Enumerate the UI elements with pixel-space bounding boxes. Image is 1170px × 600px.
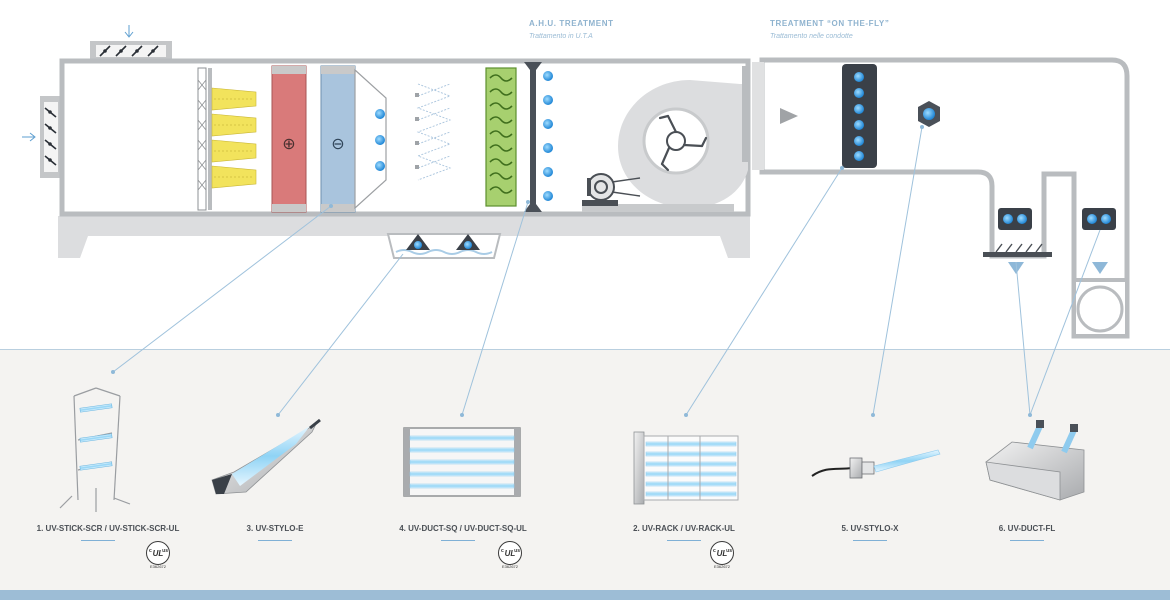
onthefly-section-title: TREATMENT “ON THE-FLY” xyxy=(770,19,890,28)
product-uv-duct-sq-image xyxy=(403,427,521,497)
uv-duct-sq-rack xyxy=(524,62,553,212)
cooling-coil: ⊖ xyxy=(320,65,356,213)
ul-certification-icon: c UL us xyxy=(498,541,522,565)
ahu-base xyxy=(58,216,750,258)
uv-stylo-x-in-duct xyxy=(918,101,940,127)
uv-lamp-icon xyxy=(543,71,553,201)
droplet-eliminator xyxy=(415,83,452,181)
top-intake-damper xyxy=(90,41,172,61)
ul-certification-code: E362672 xyxy=(149,564,167,569)
uv-duct-fl-unit-1 xyxy=(998,208,1032,230)
product-uv-stick-scr-image xyxy=(59,387,131,512)
duct-fan-outlet xyxy=(1072,262,1129,338)
pre-filter xyxy=(197,67,207,211)
humidifier-pad xyxy=(485,67,517,207)
leader-lines xyxy=(112,126,1101,416)
uv-lamp-icon xyxy=(854,72,864,161)
product-label-uv-stick-scr: 1. UV-STICK-SCR / UV-STICK-SCR-UL xyxy=(36,524,180,533)
outlet-grille xyxy=(983,243,1052,274)
product-uv-stylo-e-image xyxy=(211,418,321,495)
side-intake-damper xyxy=(40,96,62,178)
product-label-underline xyxy=(81,540,115,541)
ul-certification-icon: c UL us xyxy=(146,541,170,565)
uv-rack-in-duct xyxy=(842,64,877,168)
duct-flex-connector xyxy=(752,62,764,170)
bag-filter xyxy=(208,68,257,210)
uv-stick-frame xyxy=(354,68,387,210)
drain-pan xyxy=(386,233,502,259)
heating-coil: ⊕ xyxy=(271,65,307,213)
product-label-underline xyxy=(853,540,887,541)
air-down-arrow-icon xyxy=(124,25,134,38)
product-label-underline xyxy=(1010,540,1044,541)
ahu-section-title: A.H.U. TREATMENT xyxy=(529,19,614,28)
heating-symbol: ⊕ xyxy=(282,136,295,153)
uv-stylo-e-lamp xyxy=(406,234,480,250)
leader-dots xyxy=(111,125,1032,417)
ul-certification-code: E362672 xyxy=(713,564,731,569)
product-label-uv-stylo-e: 3. UV-STYLO-E xyxy=(246,524,304,533)
ul-certification-code: E362672 xyxy=(501,564,519,569)
product-label-uv-stylo-x: 5. UV-STYLO-X xyxy=(841,524,899,533)
cooling-symbol: ⊖ xyxy=(331,136,344,153)
product-label-uv-duct-fl: 6. UV-DUCT-FL xyxy=(998,524,1056,533)
ul-certification-icon: c UL us xyxy=(710,541,734,565)
motor-icon xyxy=(582,173,734,212)
product-label-underline xyxy=(441,540,475,541)
product-uv-duct-fl-image xyxy=(985,420,1085,501)
uv-duct-fl-unit-2 xyxy=(1082,208,1116,230)
product-label-uv-rack: 2. UV-RACK / UV-RACK-UL xyxy=(633,524,735,533)
air-in-arrow-icon xyxy=(22,132,36,142)
onthefly-section-subtitle: Trattamento nelle condotte xyxy=(770,33,853,40)
product-label-underline xyxy=(667,540,701,541)
product-label-uv-duct-sq: 4. UV-DUCT-SQ / UV-DUCT-SQ-UL xyxy=(399,524,527,533)
ahu-section-subtitle: Trattamento in U.T.A xyxy=(529,33,593,40)
products-band xyxy=(0,349,1170,591)
product-uv-rack-image xyxy=(633,431,739,505)
fan-icon xyxy=(618,66,748,208)
uv-lamp-icon xyxy=(375,109,385,171)
airflow-arrow xyxy=(780,108,798,124)
footer-strip xyxy=(0,590,1170,600)
product-uv-stylo-x-image xyxy=(811,449,941,479)
product-label-underline xyxy=(258,540,292,541)
